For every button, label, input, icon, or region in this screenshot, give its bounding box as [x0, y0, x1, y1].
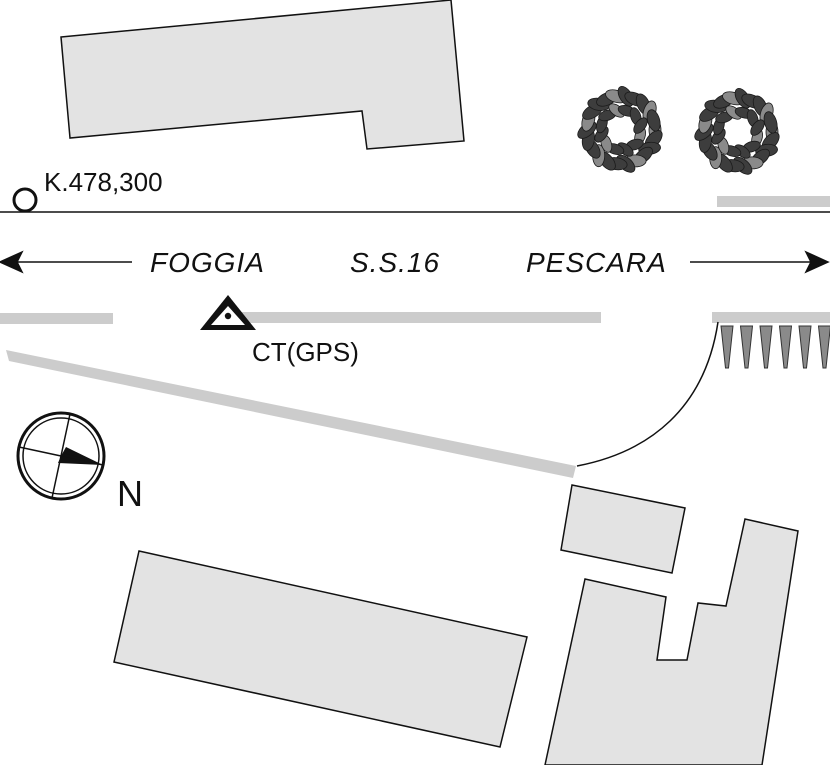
direction-foggia: FOGGIA [150, 247, 265, 278]
bollard-icon [739, 325, 754, 369]
kilometer-marker-icon [12, 187, 38, 213]
tree-2 [694, 88, 780, 175]
road-name: S.S.16 [350, 247, 440, 278]
building-southeast [544, 518, 799, 765]
tree-leaf [763, 111, 778, 134]
kilometer-marker-label: K.478,300 [44, 167, 163, 197]
tree-leaf [646, 109, 661, 132]
north-label: N [117, 473, 143, 514]
building-north [60, 0, 465, 150]
diagonal-sidewalk [6, 350, 576, 478]
buildings [60, 0, 799, 765]
bollards [720, 325, 830, 369]
bollard-icon [759, 325, 773, 369]
bollard-icon [720, 325, 734, 369]
arrow-west-head-icon [0, 250, 24, 274]
tree-leaf [633, 117, 648, 134]
tree-1 [577, 86, 663, 173]
bollard-icon [798, 325, 812, 369]
sidewalk-ne [717, 196, 830, 207]
control-point-label: CT(GPS) [252, 337, 359, 367]
sidewalk-w [0, 313, 113, 324]
sidewalk-e [712, 312, 830, 323]
driveway-curve [576, 321, 719, 467]
sidewalks [0, 196, 830, 478]
bollard-icon [778, 325, 793, 369]
triangle-survey-point-icon [200, 295, 256, 330]
tree-leaf [750, 119, 765, 136]
building-southwest [113, 550, 528, 748]
arrow-east-head-icon [804, 250, 830, 274]
bollard-icon [817, 325, 830, 369]
sidewalk-center [240, 312, 601, 323]
direction-arrows [0, 250, 830, 274]
compass-north-arrow-icon [16, 411, 106, 501]
direction-pescara: PESCARA [526, 247, 667, 278]
building-small-east [560, 484, 686, 574]
